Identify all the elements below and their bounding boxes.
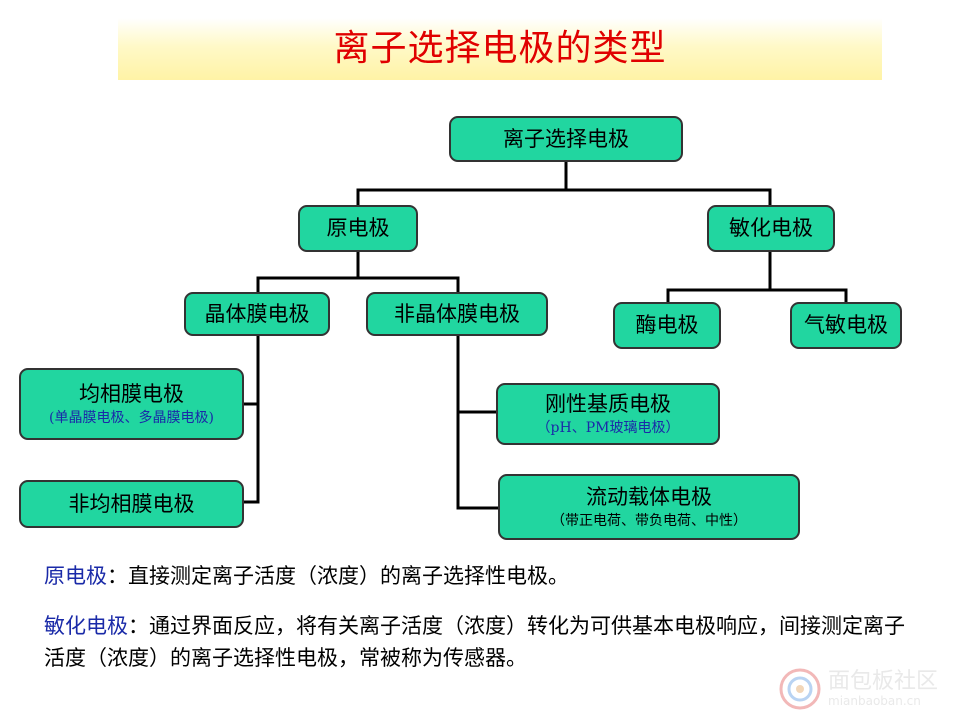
title-band (118, 18, 882, 80)
watermark-text-en: mianbaoban.cn (828, 694, 921, 708)
node-sensitized-electrode: 敏化电极 (707, 205, 835, 252)
node-label: 均相膜电极 (79, 381, 184, 406)
node-gas-sensing-electrode: 气敏电极 (790, 302, 902, 349)
connector-root (356, 160, 772, 207)
connector-primary (256, 250, 460, 294)
connector-noncrystal (456, 334, 500, 510)
node-mobile-carrier-electrode: 流动载体电极 （带正电荷、带负电荷、中性） (498, 474, 800, 540)
description-primary: 原电极：直接测定离子活度（浓度）的离子选择性电极。 (44, 560, 914, 592)
node-label: 非均相膜电极 (68, 491, 195, 516)
node-label: 气敏电极 (804, 313, 888, 338)
description-sensitized: 敏化电极：通过界面反应，将有关离子活度（浓度）转化为可供基本电极响应，间接测定离… (44, 610, 910, 674)
node-ion-selective-electrode: 离子选择电极 (449, 116, 683, 162)
node-primary-electrode: 原电极 (298, 205, 418, 252)
term-primary: 原电极 (44, 564, 107, 588)
node-heterogeneous-membrane-electrode: 非均相膜电极 (19, 480, 244, 528)
node-crystal-membrane-electrode: 晶体膜电极 (184, 292, 330, 336)
text-primary: ：直接测定离子活度（浓度）的离子选择性电极。 (107, 564, 569, 588)
node-sublabel: （pH、PM玻璃电极） (536, 420, 680, 437)
node-label: 酶电极 (635, 313, 699, 338)
term-sensitized: 敏化电极 (44, 614, 128, 638)
node-homogeneous-membrane-electrode: 均相膜电极 (单晶膜电极、多晶膜电极) (19, 368, 244, 440)
watermark-logo-icon (779, 668, 821, 710)
text-sensitized: ：通过界面反应，将有关离子活度（浓度）转化为可供基本电极响应，间接测定离子活度（… (44, 614, 905, 670)
node-label: 离子选择电极 (503, 126, 629, 151)
connector-crystal (242, 334, 260, 504)
node-label: 刚性基质电极 (545, 391, 671, 416)
node-noncrystal-membrane-electrode: 非晶体膜电极 (366, 292, 548, 336)
page-title: 离子选择电极的类型 (333, 28, 667, 69)
node-label: 原电极 (326, 216, 390, 241)
node-rigid-matrix-electrode: 刚性基质电极 （pH、PM玻璃电极） (496, 383, 720, 445)
node-label: 非晶体膜电极 (394, 301, 520, 326)
watermark-logo: 面包板社区 mianbaoban.cn (778, 666, 954, 712)
watermark-text-cn: 面包板社区 (828, 669, 939, 694)
node-label: 敏化电极 (729, 216, 813, 241)
node-label: 流动载体电极 (586, 484, 712, 509)
node-enzyme-electrode: 酶电极 (613, 302, 721, 349)
connector-sensitized (666, 250, 848, 304)
node-sublabel: （带正电荷、带负电荷、中性） (551, 513, 747, 530)
node-label: 晶体膜电极 (204, 301, 310, 326)
node-sublabel: (单晶膜电极、多晶膜电极) (49, 410, 214, 427)
